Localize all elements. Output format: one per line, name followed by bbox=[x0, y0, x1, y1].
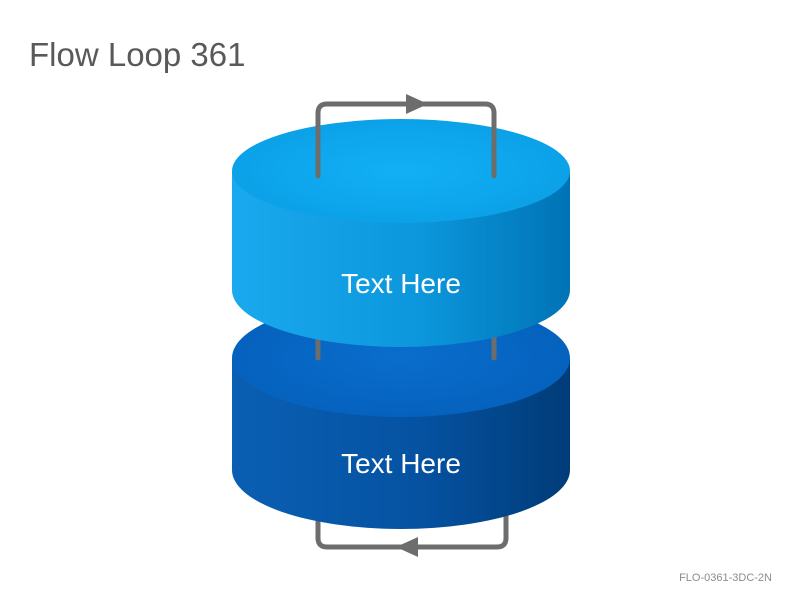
page-title: Flow Loop 361 bbox=[29, 36, 246, 73]
bottom-disk-label: Text Here bbox=[341, 448, 461, 479]
bottom-loop-arrow-icon bbox=[396, 537, 418, 557]
top-disk bbox=[232, 119, 570, 347]
top-disk-label: Text Here bbox=[341, 268, 461, 299]
top-disk-face bbox=[232, 119, 570, 223]
top-loop-arrow-icon bbox=[406, 94, 428, 114]
slide-code: FLO-0361-3DC-2N bbox=[679, 572, 772, 584]
